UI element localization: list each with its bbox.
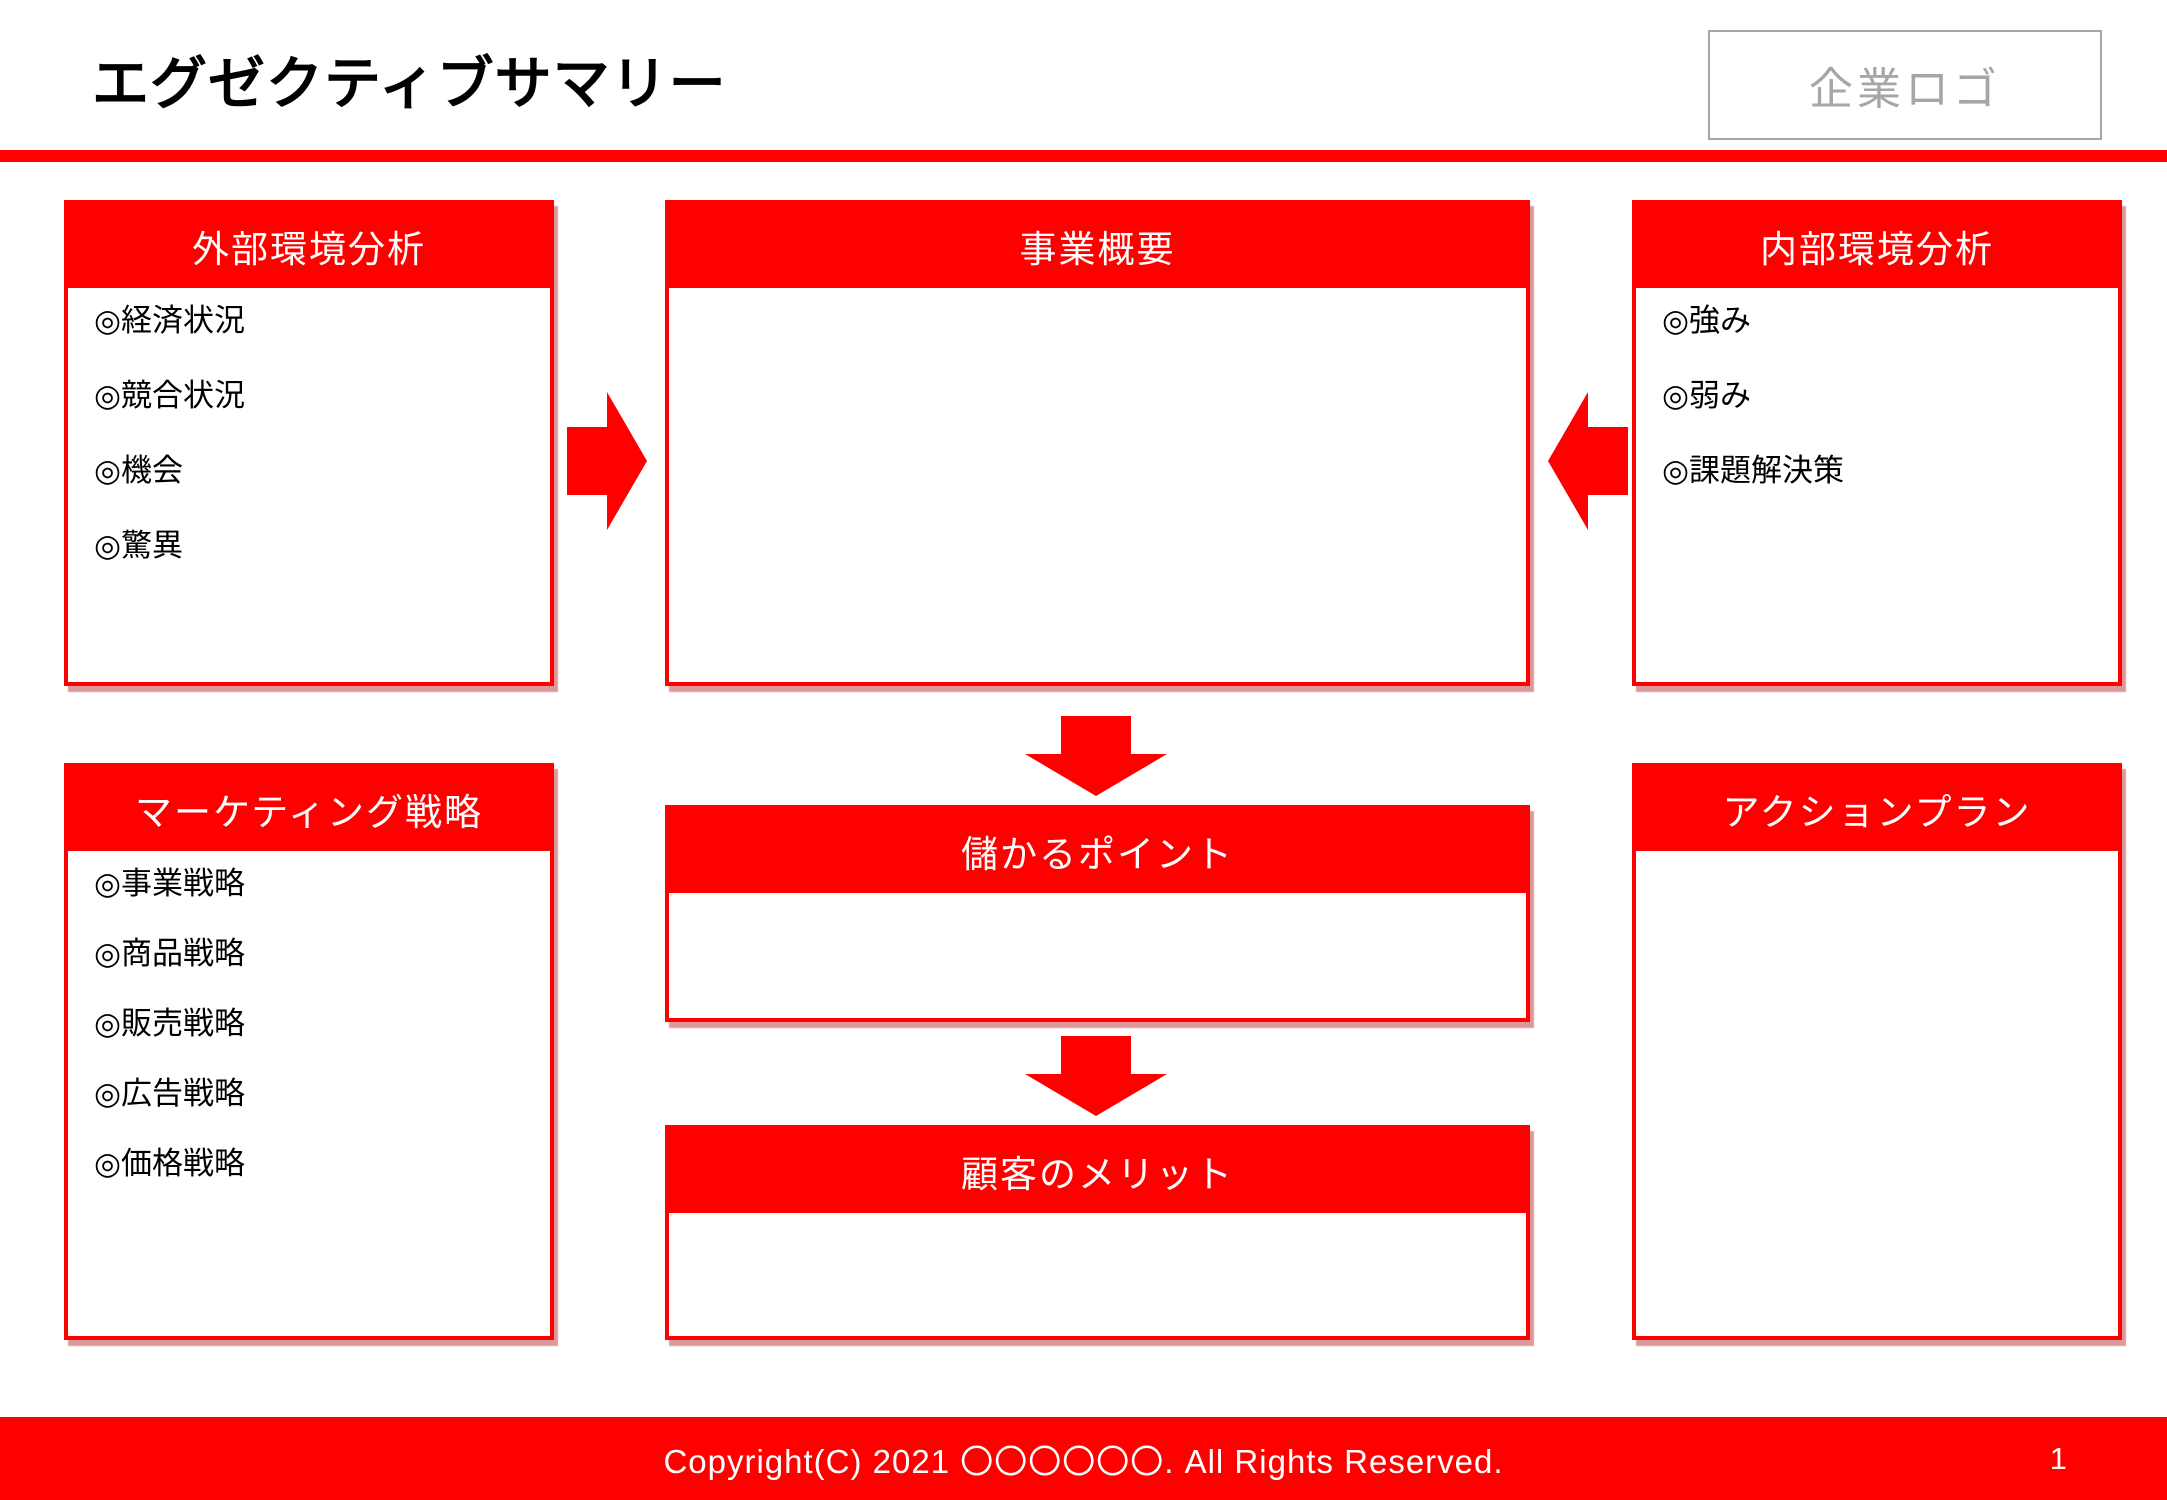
footer-bar: Copyright(C) 2021 〇〇〇〇〇〇. All Rights Res… [0, 1417, 2167, 1500]
panel-business-overview-body [669, 288, 1526, 316]
panel-action-plan-body [1636, 851, 2118, 879]
arrow-left-icon [1548, 392, 1628, 530]
panel-action-plan-title: アクションプラン [1636, 767, 2118, 851]
copyright-text: Copyright(C) 2021 〇〇〇〇〇〇. All Rights Res… [663, 1442, 1504, 1480]
panel-external-environment-body: ◎経済状況 ◎競合状況 ◎機会 ◎驚異 [68, 288, 550, 578]
arrow-down-icon [1025, 1036, 1167, 1116]
panel-profit-point: 儲かるポイント [665, 805, 1530, 1022]
list-item: ◎価格戦略 [94, 1146, 246, 1181]
panel-external-environment-title: 外部環境分析 [68, 204, 550, 288]
arrow-down-icon [1025, 716, 1167, 796]
arrow-right-icon [567, 392, 647, 530]
company-logo-placeholder: 企業ロゴ [1708, 30, 2102, 140]
panel-profit-point-body [669, 893, 1526, 921]
panel-profit-point-title: 儲かるポイント [669, 809, 1526, 893]
panel-internal-environment-title: 内部環境分析 [1636, 204, 2118, 288]
panel-internal-environment: 内部環境分析 ◎強み ◎弱み ◎課題解決策 [1632, 200, 2122, 686]
list-item: ◎事業戦略 [94, 866, 246, 901]
list-item: ◎商品戦略 [94, 936, 246, 971]
panel-customer-merit-body [669, 1213, 1526, 1241]
title-divider [0, 150, 2167, 162]
list-item: ◎課題解決策 [1662, 453, 1845, 488]
panel-marketing-strategy-title: マーケティング戦略 [68, 767, 550, 851]
list-item: ◎驚異 [94, 528, 184, 563]
panel-action-plan: アクションプラン [1632, 763, 2122, 1340]
page-number: 1 [2049, 1440, 2067, 1476]
list-item: ◎弱み [1662, 378, 1752, 413]
panel-business-overview: 事業概要 [665, 200, 1530, 686]
list-item: ◎競合状況 [94, 378, 246, 413]
panel-customer-merit: 顧客のメリット [665, 1125, 1530, 1340]
list-item: ◎機会 [94, 453, 184, 488]
list-item: ◎経済状況 [94, 303, 246, 338]
company-logo-label: 企業ロゴ [1809, 65, 2001, 114]
page-title: エグゼクティブサマリー [92, 52, 727, 116]
list-item: ◎強み [1662, 303, 1752, 338]
panel-customer-merit-title: 顧客のメリット [669, 1129, 1526, 1213]
panel-business-overview-title: 事業概要 [669, 204, 1526, 288]
panel-external-environment: 外部環境分析 ◎経済状況 ◎競合状況 ◎機会 ◎驚異 [64, 200, 554, 686]
panel-marketing-strategy: マーケティング戦略 ◎事業戦略 ◎商品戦略 ◎販売戦略 ◎広告戦略 ◎価格戦略 [64, 763, 554, 1340]
panel-marketing-strategy-body: ◎事業戦略 ◎商品戦略 ◎販売戦略 ◎広告戦略 ◎価格戦略 [68, 851, 550, 1196]
panel-internal-environment-body: ◎強み ◎弱み ◎課題解決策 [1636, 288, 2118, 503]
list-item: ◎販売戦略 [94, 1006, 246, 1041]
list-item: ◎広告戦略 [94, 1076, 246, 1111]
